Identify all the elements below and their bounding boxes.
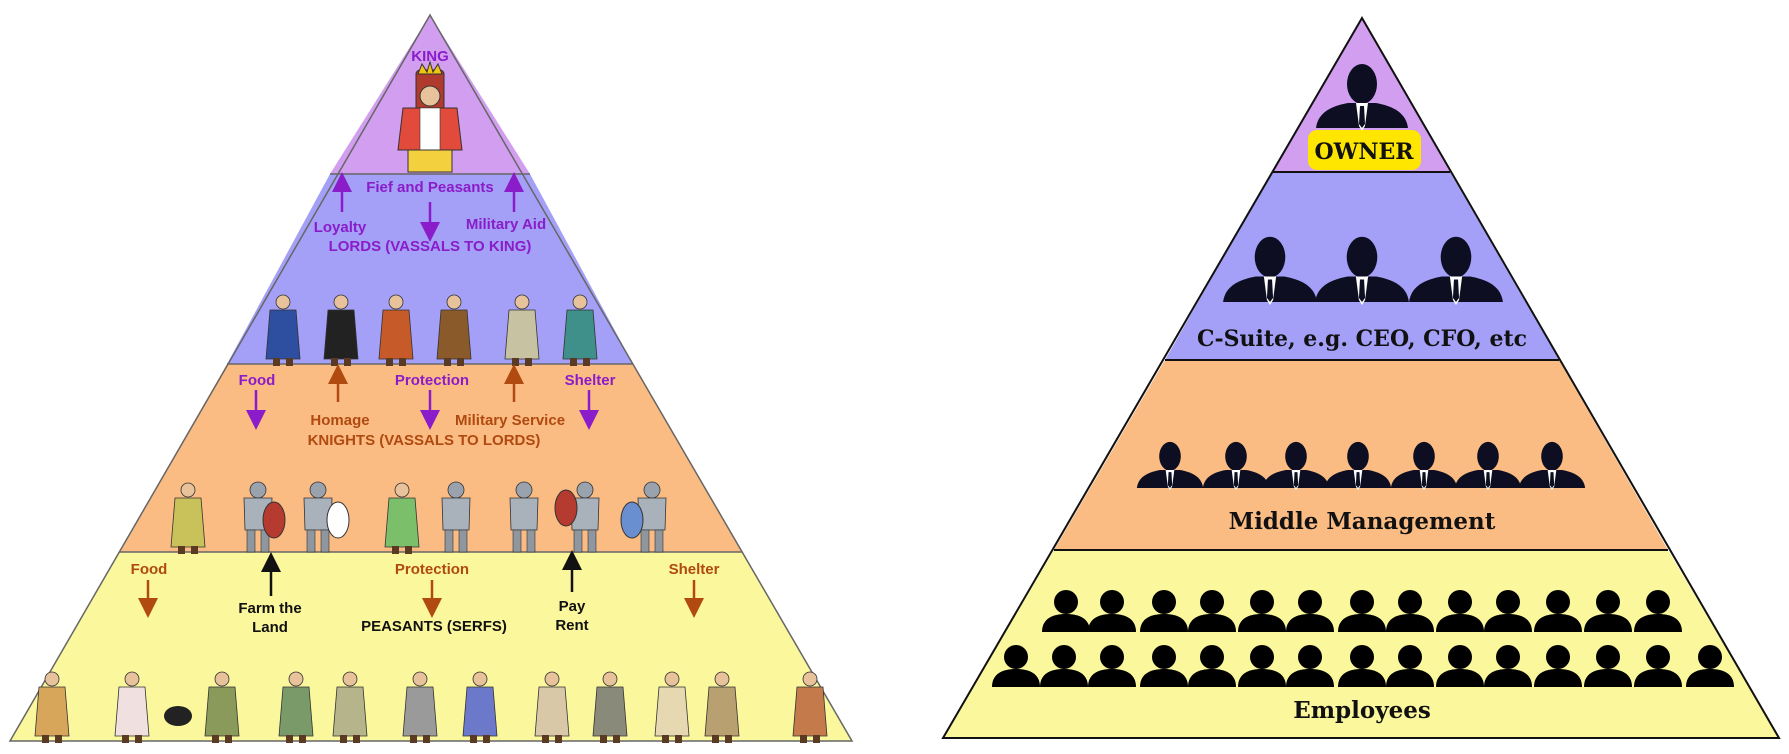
- middle-management-label: Middle Management: [1229, 508, 1496, 535]
- lords-label: LORDS (VASSALS TO KING): [329, 238, 532, 255]
- employees-label: Employees: [1293, 697, 1431, 724]
- farm-label-line1: Farm the: [238, 600, 301, 617]
- knights-illustration: [170, 481, 667, 555]
- fief-label: Fief and Peasants: [366, 179, 494, 196]
- csuite-label: C-Suite, e.g. CEO, CFO, etc: [1197, 326, 1527, 352]
- king-illustration: [397, 60, 463, 173]
- feudal-arrows: [138, 172, 704, 618]
- homage-label: Homage: [310, 412, 369, 429]
- protection-top-label: Protection: [395, 372, 469, 389]
- peasants-label: PEASANTS (SERFS): [361, 618, 507, 635]
- protection-bottom-label: Protection: [395, 561, 469, 578]
- food-top-label: Food: [239, 372, 276, 389]
- owner-label: OWNER: [1314, 139, 1414, 165]
- owner-badge: [1308, 130, 1421, 170]
- business-tier-employees: [943, 550, 1779, 738]
- shelter-top-label: Shelter: [565, 372, 616, 389]
- king-label: KING: [411, 48, 449, 65]
- feudal-pyramid: KING Fief and Peasants Loyalty Military …: [8, 13, 854, 744]
- pay-label-line2: Rent: [555, 617, 588, 634]
- peasants-illustration: [34, 671, 828, 744]
- military-service-label: Military Service: [455, 412, 565, 429]
- farm-label-line2: Land: [252, 619, 288, 636]
- food-bottom-label: Food: [131, 561, 168, 578]
- shelter-bottom-label: Shelter: [669, 561, 720, 578]
- knights-label: KNIGHTS (VASSALS TO LORDS): [308, 432, 541, 449]
- loyalty-label: Loyalty: [314, 219, 367, 236]
- business-pyramid: OWNER C-Suite, e.g. CEO, CFO, etc Middle…: [941, 16, 1781, 739]
- military-aid-label: Military Aid: [466, 216, 546, 233]
- pay-label-line1: Pay: [559, 598, 586, 615]
- csuite-icons: [1223, 236, 1503, 306]
